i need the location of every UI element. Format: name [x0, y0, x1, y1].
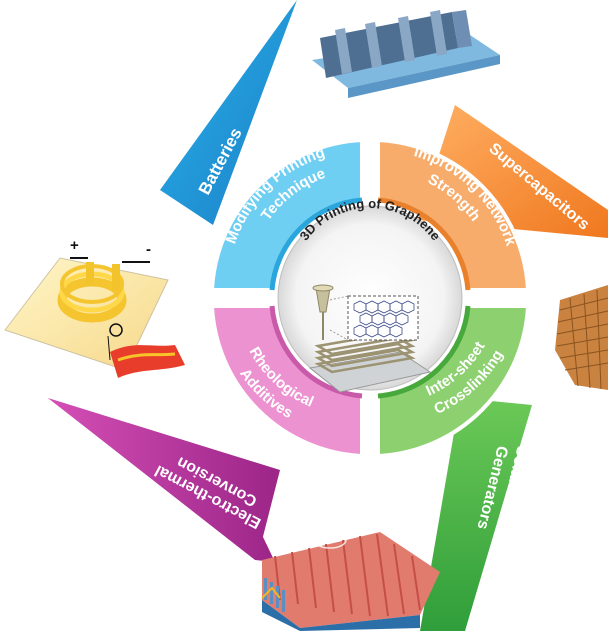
batteries-banner — [160, 0, 297, 225]
minus-terminal: - — [146, 241, 151, 258]
battery-3d-illustration — [312, 10, 500, 98]
plus-terminal: + — [70, 237, 79, 254]
printed-graphene-illustration — [308, 284, 432, 393]
process-wheel: Modifying Printing Technique Improving N… — [209, 137, 531, 459]
electrothermal-banner-body — [48, 398, 280, 560]
supercapacitor-lattice-illustration — [555, 285, 608, 390]
solar-steam-banner — [420, 398, 532, 631]
solar-steam-illustration — [261, 531, 440, 631]
heater-illustration: + - — [4, 237, 185, 378]
